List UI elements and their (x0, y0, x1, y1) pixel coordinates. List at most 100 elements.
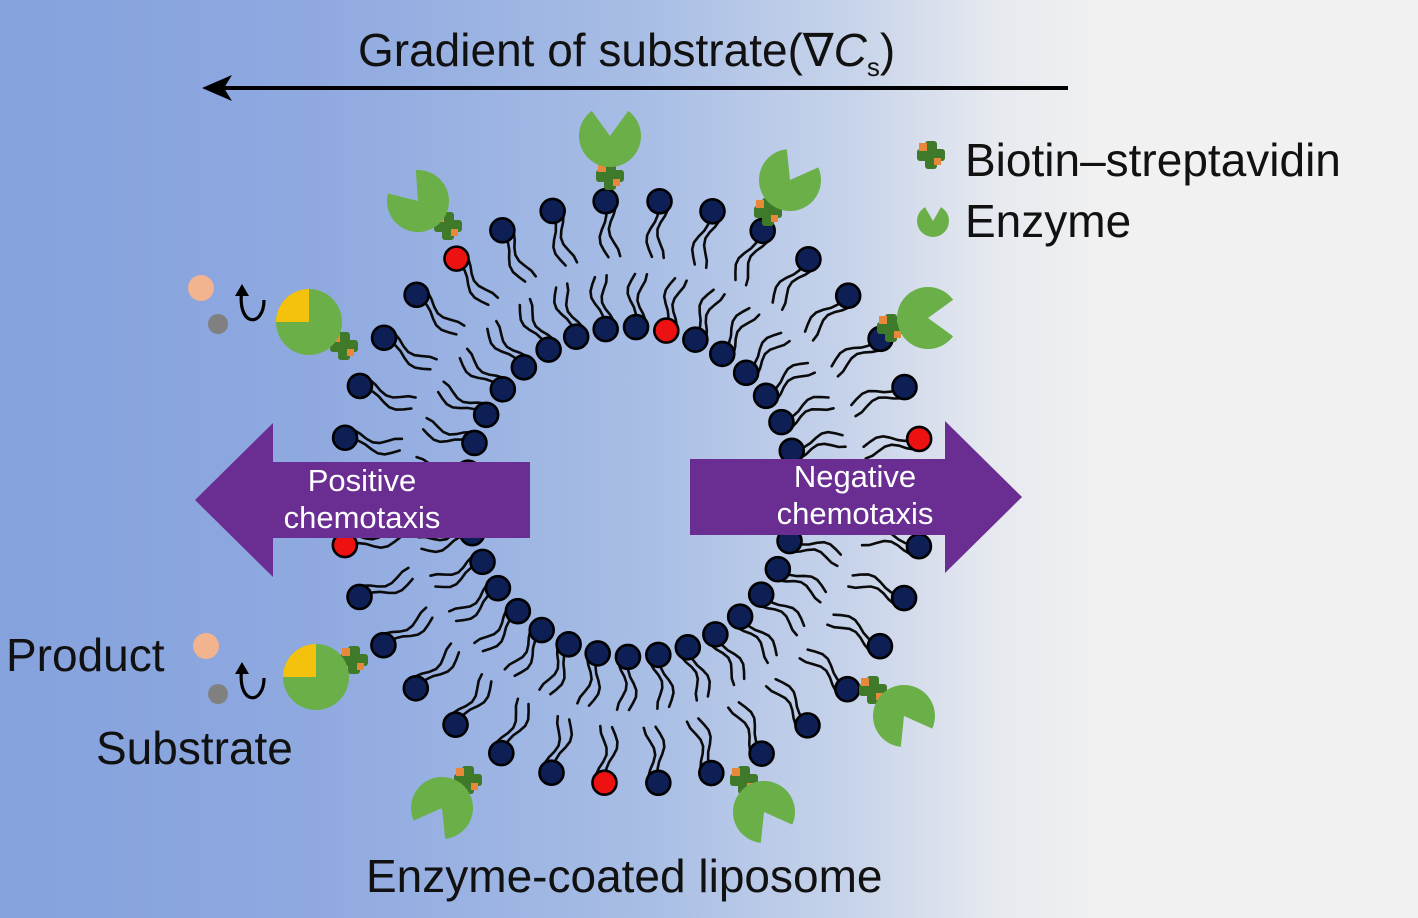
lipid-outer-29 (443, 245, 500, 307)
caption: Enzyme-coated liposome (366, 850, 883, 902)
enzyme-6 (732, 780, 795, 843)
legend-enzyme-label: Enzyme (965, 195, 1132, 247)
lipid-inner-33 (622, 272, 650, 341)
lipid-outer-20 (402, 642, 461, 702)
lipid-inner-5 (768, 395, 835, 436)
lipid-inner-26 (421, 416, 488, 457)
lipid-outer-23 (331, 524, 402, 559)
enzyme-5 (411, 776, 474, 839)
lipid-inner-11 (747, 581, 806, 637)
enzyme-3 (897, 286, 954, 350)
lipid-inner-32 (589, 274, 619, 343)
product-molecule-0 (188, 275, 214, 301)
lipid-inner-16 (614, 643, 642, 712)
substrate-molecule-1 (208, 684, 228, 704)
positive-chemotaxis-arrow (195, 423, 530, 577)
active-site-0 (276, 289, 309, 322)
gradient-symbol: C (833, 24, 867, 76)
lipid-inner-2 (708, 306, 761, 368)
lipid-outer-33 (645, 188, 673, 260)
lipid-inner-31 (552, 282, 590, 351)
legend-enzyme-icon (917, 207, 949, 237)
lipid-inner-12 (726, 603, 778, 665)
substrate-label: Substrate (96, 722, 293, 774)
lipid-inner-6 (778, 430, 847, 465)
lipid-inner-27 (436, 380, 500, 429)
lipid-inner-22 (429, 548, 496, 589)
lipid-inner-4 (752, 361, 816, 410)
active-linker-1 (340, 646, 368, 674)
lipid-outer-0 (690, 198, 726, 270)
lipid-outer-26 (346, 372, 417, 411)
lipid-inner-17 (576, 640, 611, 707)
lipid-outer-27 (370, 324, 438, 371)
active-site-1 (283, 644, 316, 677)
lipid-inner-21 (448, 574, 512, 623)
lipid-outer-4 (830, 325, 894, 378)
lipid-inner-18 (538, 631, 582, 696)
positive-line-2: chemotaxis (283, 500, 441, 535)
lipid-outer-12 (764, 677, 821, 739)
gradient-label: Gradient of substrate(∇Cs) (358, 27, 895, 80)
lipid-inner-9 (776, 527, 843, 568)
lipid-inner-19 (503, 616, 556, 678)
lipid-outer-16 (591, 724, 619, 796)
lipid-outer-6 (862, 425, 933, 460)
lipid-outer-15 (642, 725, 672, 797)
lipid-outer-3 (803, 282, 862, 342)
enzyme-layer (276, 110, 954, 843)
gradient-prefix: Gradient of substrate(∇ (358, 24, 834, 76)
lipid-outer-13 (727, 701, 775, 767)
negative-chemotaxis-label: Negative chemotaxis (755, 458, 955, 532)
lipid-outer-32 (592, 187, 622, 259)
lipid-inner-0 (653, 277, 688, 344)
lipid-inner-1 (682, 288, 726, 353)
substrate-molecule-0 (208, 314, 228, 334)
positive-line-1: Positive (307, 463, 417, 498)
turnover-arrow-icon-0 (239, 287, 266, 322)
product-label: Product (6, 629, 165, 681)
lipid-outer-30 (489, 217, 537, 283)
turnover-arrow-icon-1 (239, 665, 266, 700)
gradient-arrow (202, 75, 1068, 101)
legend-biotin-label: Biotin–streptavidin (965, 134, 1341, 186)
lipid-inner-10 (764, 555, 828, 604)
lipid-outer-5 (850, 373, 918, 418)
negative-line-2: chemotaxis (776, 496, 934, 531)
gradient-subscript: s (866, 52, 880, 82)
enzyme-4 (872, 684, 935, 747)
negative-chemotaxis-arrow (690, 421, 1022, 573)
lipid-outer-11 (798, 648, 861, 703)
enzyme-0 (579, 110, 641, 167)
lipid-outer-14 (685, 717, 725, 787)
enzyme-2 (758, 149, 821, 212)
legend-biotin-icon (917, 141, 945, 169)
lipid-outer-1 (734, 217, 776, 287)
lipid-outer-31 (539, 197, 579, 267)
lipid-inner-3 (732, 331, 791, 387)
lipid-outer-17 (538, 714, 574, 786)
biotin-streptavidin-2 (754, 198, 782, 226)
lipid-inner-15 (645, 641, 675, 710)
gradient-suffix: ) (879, 24, 896, 76)
negative-line-1: Negative (793, 459, 917, 494)
lipid-inner-30 (518, 297, 562, 363)
lipid-outer-9 (847, 573, 918, 612)
biotin-streptavidin-3 (877, 314, 905, 342)
lipid-inner-20 (473, 597, 532, 653)
biotin-streptavidin-0 (596, 162, 624, 190)
lipid-inner-29 (486, 319, 538, 381)
enzyme-1 (386, 170, 449, 233)
lipid-outer-19 (442, 673, 493, 738)
lipid-outer-2 (771, 246, 822, 311)
lipid-inner-28 (458, 347, 517, 403)
lipid-outer-18 (488, 697, 530, 767)
biotin-streptavidin-5 (454, 766, 482, 794)
lipid-outer-10 (826, 613, 894, 660)
biotin-streptavidin-4 (859, 676, 887, 704)
lipid-outer-25 (331, 424, 404, 456)
product-molecule-1 (193, 633, 219, 659)
lipid-inner-13 (702, 621, 746, 687)
